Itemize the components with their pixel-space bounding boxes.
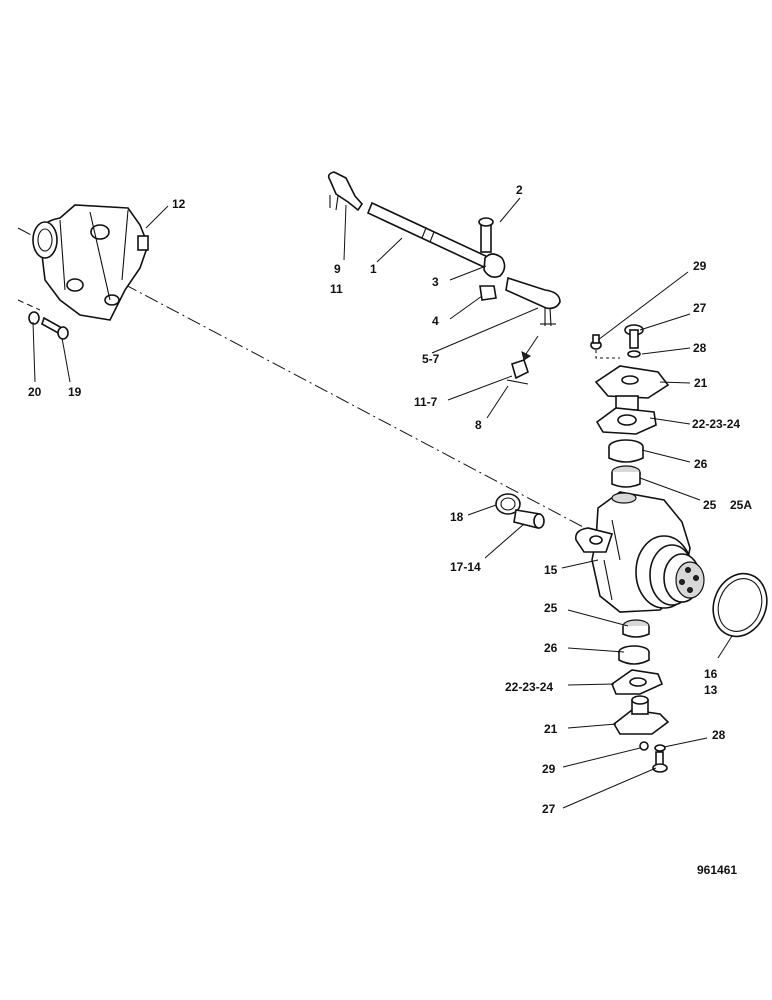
callout-21-top: 21 (694, 376, 708, 390)
centerline-tail (17, 299, 41, 311)
bolt-19 (41, 316, 69, 340)
callout-20: 20 (28, 385, 42, 399)
callout-28-top: 28 (693, 341, 707, 355)
callout-11: 11 (330, 282, 343, 296)
upper-kingpin-stack (590, 324, 670, 488)
callout-29-bottom: 29 (542, 762, 556, 776)
callout-3: 3 (432, 275, 439, 289)
callout-19: 19 (68, 385, 82, 399)
callout-labels: 12 2 9 1 11 3 4 5-7 11-7 8 20 19 29 27 2… (28, 183, 752, 877)
callout-16: 16 (704, 667, 718, 681)
callout-15: 15 (544, 563, 558, 577)
callout-11-7: 11-7 (414, 395, 438, 409)
callout-21-bottom: 21 (544, 722, 558, 736)
callout-26-top: 26 (694, 457, 708, 471)
callout-27-top: 27 (693, 301, 707, 315)
callout-4: 4 (432, 314, 439, 328)
callout-1: 1 (370, 262, 377, 276)
seal-ring (712, 572, 768, 638)
callout-5-7: 5-7 (422, 352, 440, 366)
callout-27-bottom: 27 (542, 802, 556, 816)
steering-knuckle (574, 491, 705, 613)
callout-25a: 25A (730, 498, 752, 512)
castle-nut (506, 335, 539, 385)
callout-9: 9 (334, 262, 341, 276)
bush-18 (495, 493, 521, 515)
lower-kingpin-stack (611, 619, 670, 773)
callout-8: 8 (475, 418, 482, 432)
callout-26-bottom: 26 (544, 641, 558, 655)
callout-28-bottom: 28 (712, 728, 726, 742)
callout-25-bottom: 25 (544, 601, 558, 615)
callout-18: 18 (450, 510, 464, 524)
callout-17-14: 17-14 (450, 560, 481, 574)
callout-2: 2 (516, 183, 523, 197)
callout-13: 13 (704, 683, 718, 697)
callout-29-top: 29 (693, 259, 707, 273)
leader-lines (32, 197, 733, 809)
drawing-number: 961461 (697, 863, 737, 877)
bush-17-14 (513, 509, 545, 529)
nut-20 (28, 311, 40, 325)
callout-22-23-24-bottom: 22-23-24 (505, 680, 553, 694)
callout-12: 12 (172, 197, 186, 211)
tie-rod-assembly (327, 171, 561, 327)
callout-22-23-24-top: 22-23-24 (692, 417, 740, 431)
callout-25-top: 25 (703, 498, 717, 512)
axle-beam-end (32, 204, 149, 321)
